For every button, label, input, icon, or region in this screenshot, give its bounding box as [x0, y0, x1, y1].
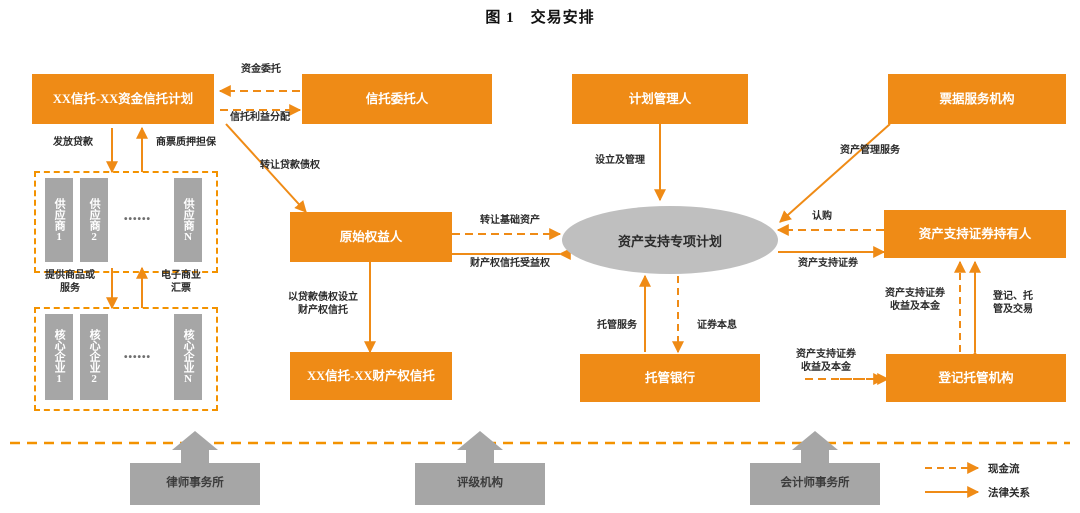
label-abs-income-principal-bank: 资产支持证券 收益及本金 — [796, 349, 856, 373]
core-firms-group — [34, 307, 218, 411]
label-goods-service: 提供商品或 服务 — [45, 270, 95, 294]
label-fund-entrust: 资金委托 — [241, 64, 281, 75]
label-abs-securities: 资产支持证券 — [798, 258, 858, 269]
node-special-plan[interactable]: 资产支持专项计划 — [562, 206, 778, 274]
node-abs-holder[interactable]: 资产支持证券持有人 — [884, 210, 1066, 258]
label-e-bill: 电子商业 汇票 — [161, 270, 201, 294]
node-custodian-bank[interactable]: 托管银行 — [580, 354, 760, 402]
legend-cash-flow-label: 现金流 — [988, 464, 1020, 475]
label-setup-manage: 设立及管理 — [595, 155, 645, 166]
label-register-custody-trade: 登记、托 管及交易 — [993, 291, 1033, 315]
label-transfer-base-asset: 转让基础资产 — [480, 215, 540, 226]
label-transfer-loan-claim: 转让贷款债权 — [260, 160, 320, 171]
core-firm-box-n[interactable]: 核心企业N — [174, 314, 202, 400]
legend-legal-relation-label: 法律关系 — [988, 488, 1030, 499]
supplier-box-2[interactable]: 供应商2 — [80, 178, 108, 262]
label-issue-loan: 发放贷款 — [53, 137, 93, 148]
supplier-box-n[interactable]: 供应商N — [174, 178, 202, 262]
node-registry[interactable]: 登记托管机构 — [886, 354, 1066, 402]
node-rating-agency[interactable]: 评级机构 — [415, 463, 545, 505]
core-firm-box-1[interactable]: 核心企业1 — [45, 314, 73, 400]
node-accounting-firm[interactable]: 会计师事务所 — [750, 463, 880, 505]
label-bill-pledge: 商票质押担保 — [156, 137, 216, 148]
node-plan-manager[interactable]: 计划管理人 — [572, 74, 748, 124]
label-establish-property-trust: 以贷款债权设立 财产权信托 — [288, 292, 358, 316]
core-firms-ellipsis: •••••• — [124, 352, 152, 363]
label-trust-benefit: 信托利益分配 — [230, 112, 290, 123]
supplier-box-1[interactable]: 供应商1 — [45, 178, 73, 262]
core-firm-box-2[interactable]: 核心企业2 — [80, 314, 108, 400]
label-property-trust-right: 财产权信托受益权 — [470, 258, 550, 269]
node-trust-plan[interactable]: XX信托-XX资金信托计划 — [32, 74, 214, 124]
label-abs-income-principal-holder: 资产支持证券 收益及本金 — [885, 288, 945, 312]
suppliers-ellipsis: •••••• — [124, 214, 152, 225]
node-bill-service[interactable]: 票据服务机构 — [888, 74, 1066, 124]
figure-title: 图 1 交易安排 — [485, 10, 595, 26]
label-custody-service: 托管服务 — [597, 320, 637, 331]
label-securities-principal-interest: 证券本息 — [697, 320, 737, 331]
node-law-firm[interactable]: 律师事务所 — [130, 463, 260, 505]
suppliers-group — [34, 171, 218, 273]
label-subscribe: 认购 — [812, 211, 832, 222]
node-trustor[interactable]: 信托委托人 — [302, 74, 492, 124]
label-asset-mgmt-service: 资产管理服务 — [840, 145, 900, 156]
node-property-trust[interactable]: XX信托-XX财产权信托 — [290, 352, 452, 400]
node-originator[interactable]: 原始权益人 — [290, 212, 452, 262]
